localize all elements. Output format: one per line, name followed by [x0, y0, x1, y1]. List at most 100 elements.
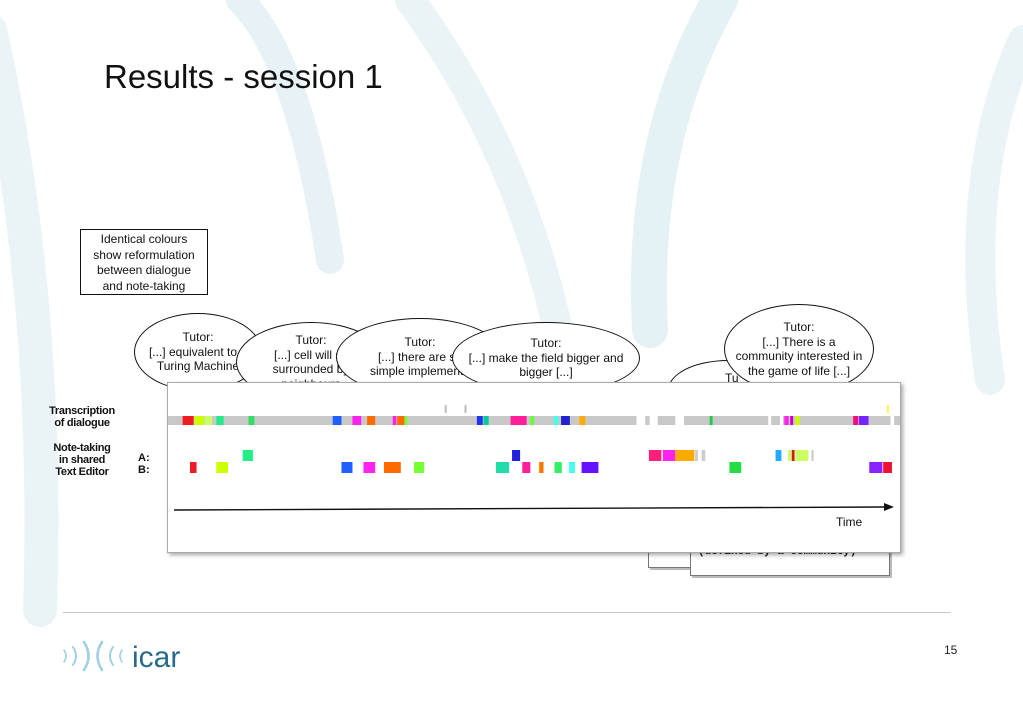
bubble-line: Turing Machine [156, 359, 240, 374]
transcription-label: Transcription of dialogue [36, 405, 128, 429]
note-a-segment [791, 450, 795, 461]
label-line: in shared [58, 454, 106, 466]
label-line: Text Editor [55, 466, 109, 478]
row-b-label: B: [138, 464, 150, 476]
bubble-line: Tutor: [295, 333, 327, 347]
legend-line: between dialogue [96, 263, 192, 277]
dialogue-segment [768, 416, 772, 425]
note-a-segment [675, 450, 695, 461]
label-line: of dialogue [54, 417, 110, 429]
note-b-segment [341, 462, 353, 473]
bubble-line: Tutor: [530, 336, 562, 351]
dialogue-segment [216, 416, 224, 425]
note-row-b [189, 462, 892, 473]
dialogue-segment [675, 416, 685, 425]
tutor-bubble-5: Tutor: [...] There is a community intere… [724, 304, 874, 394]
dialogue-tick [464, 405, 467, 413]
dialogue-segment [397, 416, 405, 425]
time-label: Time [836, 515, 863, 529]
note-a-segment [788, 450, 791, 461]
row-a-label: A: [138, 452, 150, 464]
note-b-segment [189, 462, 197, 473]
note-b-segment [522, 462, 531, 473]
note-a-segment [242, 450, 253, 461]
note-b-segment [554, 462, 562, 473]
dialogue-segment [194, 416, 204, 425]
footer-divider [63, 612, 951, 613]
dialogue-segment [510, 416, 527, 425]
dialogue-segment [859, 416, 869, 425]
dialogue-segment [182, 416, 194, 425]
note-b-segment [729, 462, 742, 473]
dialogue-row [168, 405, 900, 425]
note-b-segment [883, 462, 892, 473]
dialogue-segment [332, 416, 342, 425]
dialogue-segment [483, 416, 489, 425]
legend-line: and note-taking [102, 278, 186, 293]
dialogue-segment [890, 416, 895, 425]
note-a-segment [811, 450, 814, 461]
bubble-line: surrounded by [272, 362, 350, 376]
page-number: 15 [944, 643, 958, 657]
legend-line: show reformulation [93, 247, 195, 262]
note-a-segment [701, 450, 706, 461]
note-row-a [242, 450, 814, 461]
note-a-segment [695, 450, 698, 461]
bubble-line: Tutor: [404, 335, 436, 350]
note-b-segment [363, 462, 376, 473]
legend-box: Identical colours show reformulation bet… [80, 229, 208, 295]
note-b-segment [569, 462, 575, 473]
dialogue-tick [886, 405, 889, 413]
dialogue-segment [579, 416, 586, 425]
bubble-line: Tutor: [182, 330, 214, 345]
note-b-segment [383, 462, 401, 473]
logo-text: icar [132, 641, 180, 674]
label-line: Note-taking [53, 442, 111, 454]
dialogue-segment [553, 416, 559, 425]
dialogue-segment [248, 416, 255, 425]
dialogue-segment [352, 416, 362, 425]
timeline-chart: Time [168, 405, 900, 529]
time-arrow-head [884, 503, 894, 511]
time-axis [173, 506, 885, 511]
tutor-bubble-1: Tutor: [...] equivalent to a Turing Mach… [134, 313, 262, 391]
note-a-segment [795, 450, 809, 461]
dialogue-segment [784, 416, 789, 425]
bubble-line: Tutor: [783, 320, 815, 334]
dialogue-tick [444, 405, 447, 413]
bubble-line: the game of life [...] [747, 363, 851, 378]
bubble-line: Tu [725, 371, 739, 385]
note-taking-label: Note-taking in shared Text Editor [36, 442, 128, 478]
dialogue-segment [530, 416, 534, 425]
note-b-segment [581, 462, 599, 473]
dialogue-segment [649, 416, 658, 425]
legend-line: Identical colours [100, 232, 188, 246]
bubble-line: [...] There is a [762, 334, 836, 349]
note-b-segment [413, 462, 425, 473]
note-b-segment [216, 462, 229, 473]
note-a-segment [662, 450, 676, 461]
dialogue-segment [404, 416, 408, 425]
icar-logo: icar [63, 640, 180, 674]
bubble-line: [...] make the field bigger and [468, 350, 624, 365]
note-a-segment [512, 450, 521, 461]
bubble-line: [...] cell will su [273, 347, 348, 362]
bubble-line: simple implementa [369, 364, 471, 379]
dialogue-segment [790, 416, 794, 425]
dialogue-segment [636, 416, 646, 425]
dialogue-segment [561, 416, 570, 425]
note-a-segment [775, 450, 782, 461]
dialogue-segment [709, 416, 713, 425]
bubble-line: [...] there are so [377, 349, 463, 364]
dialogue-segment [853, 416, 859, 425]
note-b-segment [539, 462, 544, 473]
note-b-segment [495, 462, 510, 473]
bubble-line: [...] equivalent to a [148, 344, 248, 359]
dialogue-segment [204, 416, 212, 425]
bubble-line: community interested in [735, 349, 863, 363]
dialogue-segment [795, 416, 800, 425]
slide-title: Results - session 1 [104, 58, 383, 95]
dialogue-segment [779, 416, 783, 425]
dialogue-segment [367, 416, 376, 425]
dialogue-segment [392, 416, 397, 425]
